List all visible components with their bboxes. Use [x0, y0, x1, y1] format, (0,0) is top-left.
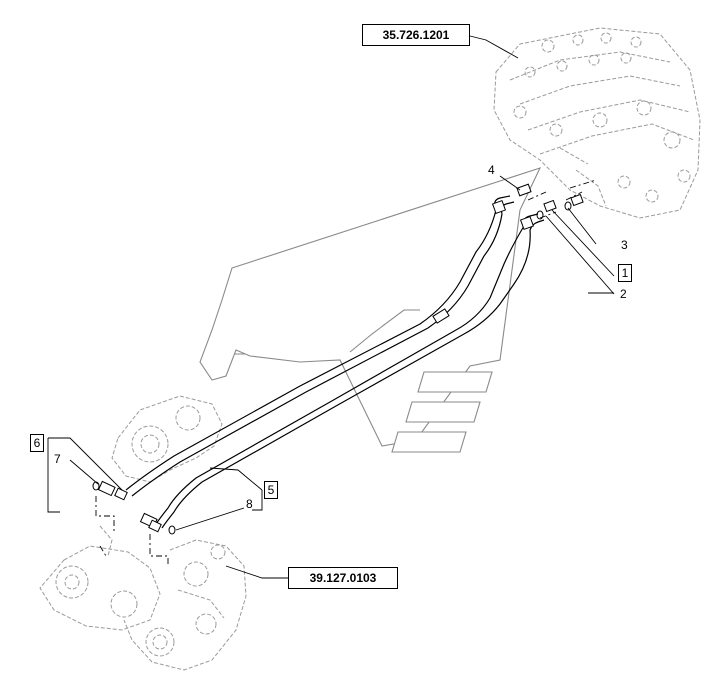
item-6-box: 6: [30, 434, 44, 452]
item-5-box: 5: [264, 481, 278, 499]
brand-watermark-icon: [199, 167, 542, 453]
fittings: [92, 183, 584, 535]
item-7-label: 7: [54, 452, 61, 466]
item-2-label: 2: [620, 287, 627, 301]
item-4-label: 4: [488, 163, 495, 177]
item-3-label: 3: [621, 238, 628, 252]
valve-reference-box[interactable]: 35.726.1201: [362, 24, 470, 46]
cylinder-bracket-icon: [39, 395, 247, 671]
hydraulic-pipes: [125, 195, 545, 529]
cylinder-reference-box[interactable]: 39.127.0103: [288, 567, 398, 589]
item-8-label: 8: [246, 497, 253, 511]
control-valve-icon: [493, 27, 701, 219]
leader-lines: [47, 35, 615, 579]
item-1-box: 1: [618, 264, 632, 282]
